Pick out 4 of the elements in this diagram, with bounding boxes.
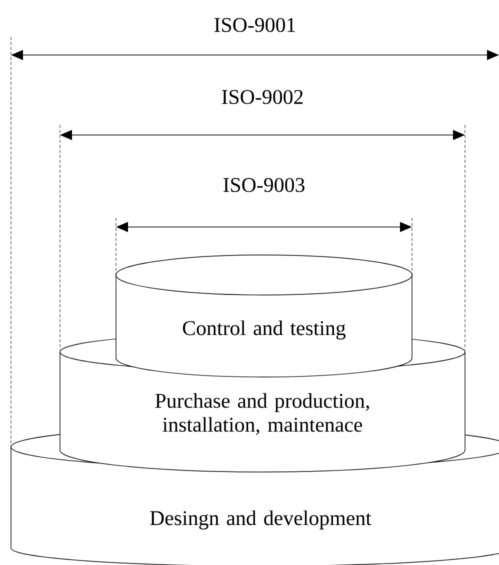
dimension-label: ISO-9001 [214,18,295,32]
dimension-label: ISO-9003 [223,178,304,192]
dimension-label: ISO-9002 [222,90,303,104]
cylinder: Control and testing [116,254,412,378]
